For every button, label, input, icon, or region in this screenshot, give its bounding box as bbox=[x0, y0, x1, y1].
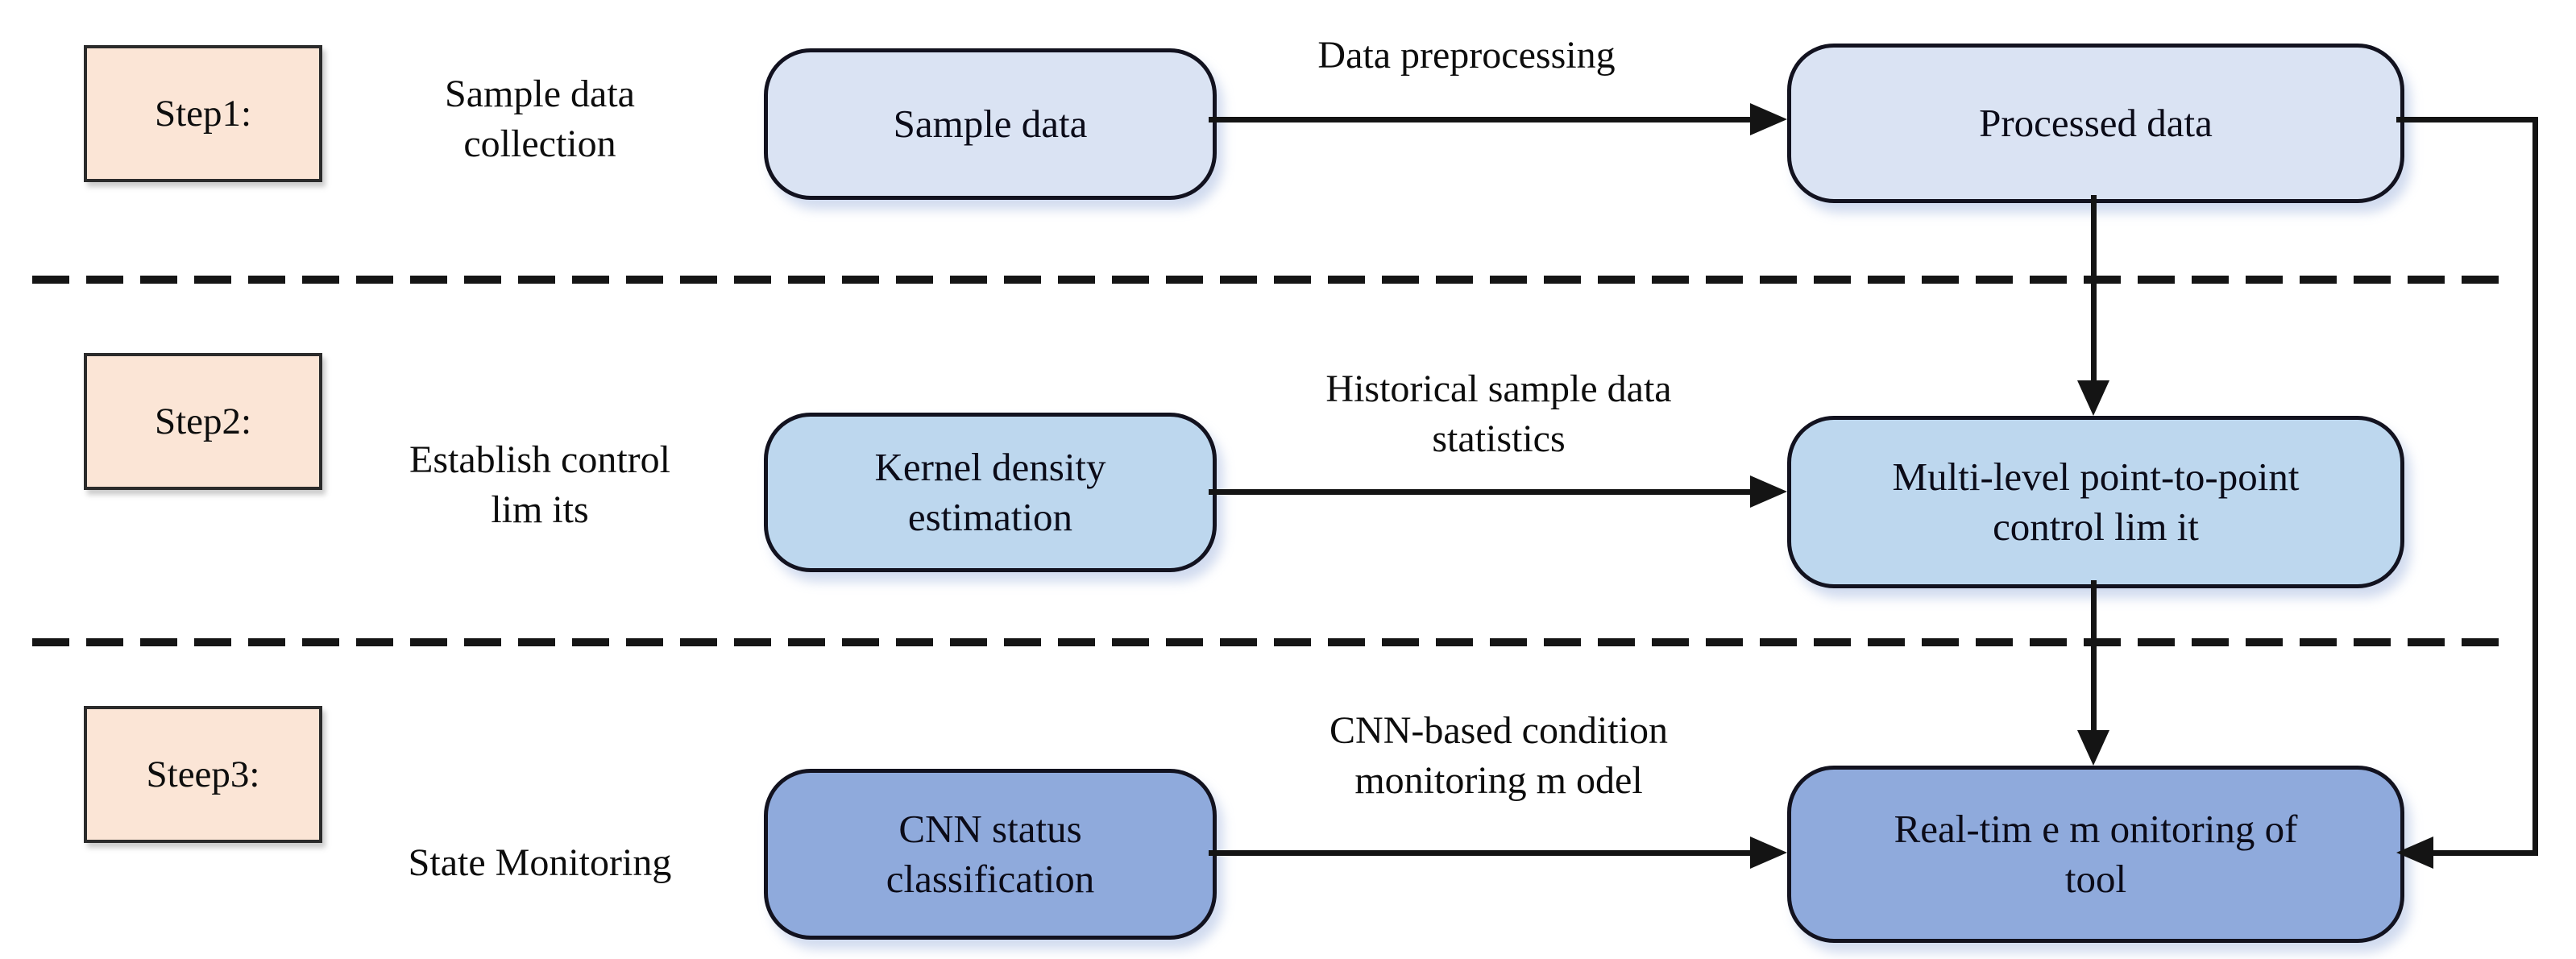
step3-badge-label: Steep3: bbox=[146, 754, 260, 795]
step1-description: Sample data collection bbox=[322, 69, 757, 169]
node-kernel-density: Kernel density estimation bbox=[764, 413, 1217, 572]
arrow-processed-to-multilevel-line bbox=[2091, 195, 2097, 382]
arrow-kernel-to-multilevel-line bbox=[1209, 489, 1753, 495]
feedback-line-right bbox=[2532, 117, 2538, 855]
step3-description: State Monitoring bbox=[322, 838, 757, 888]
arrow-label-cnn-model-line2: monitoring m odel bbox=[1354, 759, 1643, 802]
step3-description-line1: State Monitoring bbox=[408, 841, 672, 884]
arrow-sample-to-processed-line bbox=[1209, 117, 1753, 122]
node-processed-data: Processed data bbox=[1787, 44, 2404, 203]
arrow-kernel-to-multilevel-head-icon bbox=[1750, 475, 1787, 508]
feedback-line-bottom bbox=[2433, 850, 2538, 856]
step2-badge: Step2: bbox=[84, 353, 322, 490]
step1-badge: Step1: bbox=[84, 45, 322, 182]
arrow-label-data-preprocessing-line1: Data preprocessing bbox=[1317, 34, 1616, 77]
arrow-label-cnn-model-line1: CNN-based condition bbox=[1329, 709, 1668, 752]
node-sample-data: Sample data bbox=[764, 48, 1217, 200]
node-multilevel-control-limit-line1: Multi-level point-to-point bbox=[1892, 455, 2300, 499]
arrow-label-cnn-model: CNN-based condition monitoring m odel bbox=[1233, 706, 1765, 806]
arrow-sample-to-processed-head-icon bbox=[1750, 103, 1787, 135]
node-cnn-status: CNN status classification bbox=[764, 769, 1217, 940]
step2-badge-label: Step2: bbox=[154, 401, 252, 442]
arrow-label-historical-statistics: Historical sample data statistics bbox=[1233, 364, 1765, 464]
node-multilevel-control-limit: Multi-level point-to-point control lim i… bbox=[1787, 416, 2404, 588]
step2-description-line2: lim its bbox=[491, 488, 589, 531]
node-kernel-density-line1: Kernel density bbox=[874, 445, 1106, 489]
arrow-processed-to-multilevel-head-icon bbox=[2077, 380, 2109, 416]
step2-description: Establish control lim its bbox=[322, 435, 757, 535]
arrow-label-historical-statistics-line2: statistics bbox=[1432, 417, 1566, 460]
feedback-arrow-head-icon bbox=[2396, 837, 2433, 869]
arrow-cnn-to-realtime-head-icon bbox=[1750, 837, 1787, 869]
node-realtime-monitoring: Real-tim e m onitoring of tool bbox=[1787, 766, 2404, 943]
arrow-multilevel-to-realtime-line bbox=[2091, 580, 2097, 732]
node-cnn-status-line1: CNN status bbox=[898, 807, 1082, 851]
arrow-label-data-preprocessing: Data preprocessing bbox=[1217, 31, 1716, 81]
node-realtime-monitoring-line1: Real-tim e m onitoring of bbox=[1894, 807, 2298, 851]
dashed-separator-2 bbox=[32, 638, 2501, 646]
arrow-multilevel-to-realtime-head-icon bbox=[2077, 730, 2109, 766]
node-sample-data-label: Sample data bbox=[893, 102, 1088, 146]
step2-description-line1: Establish control bbox=[409, 438, 670, 481]
feedback-line-top bbox=[2396, 117, 2538, 122]
node-multilevel-control-limit-line2: control lim it bbox=[1993, 504, 2199, 549]
arrow-cnn-to-realtime-line bbox=[1209, 850, 1753, 856]
step1-description-line1: Sample data bbox=[445, 73, 635, 115]
step1-description-line2: collection bbox=[463, 122, 616, 165]
dashed-separator-1 bbox=[32, 276, 2501, 284]
node-kernel-density-line2: estimation bbox=[907, 495, 1073, 539]
arrow-label-historical-statistics-line1: Historical sample data bbox=[1325, 367, 1672, 410]
node-realtime-monitoring-line2: tool bbox=[2064, 857, 2127, 901]
step3-badge: Steep3: bbox=[84, 706, 322, 843]
node-processed-data-label: Processed data bbox=[1979, 101, 2213, 145]
step1-badge-label: Step1: bbox=[154, 93, 252, 135]
node-cnn-status-line2: classification bbox=[886, 857, 1095, 901]
